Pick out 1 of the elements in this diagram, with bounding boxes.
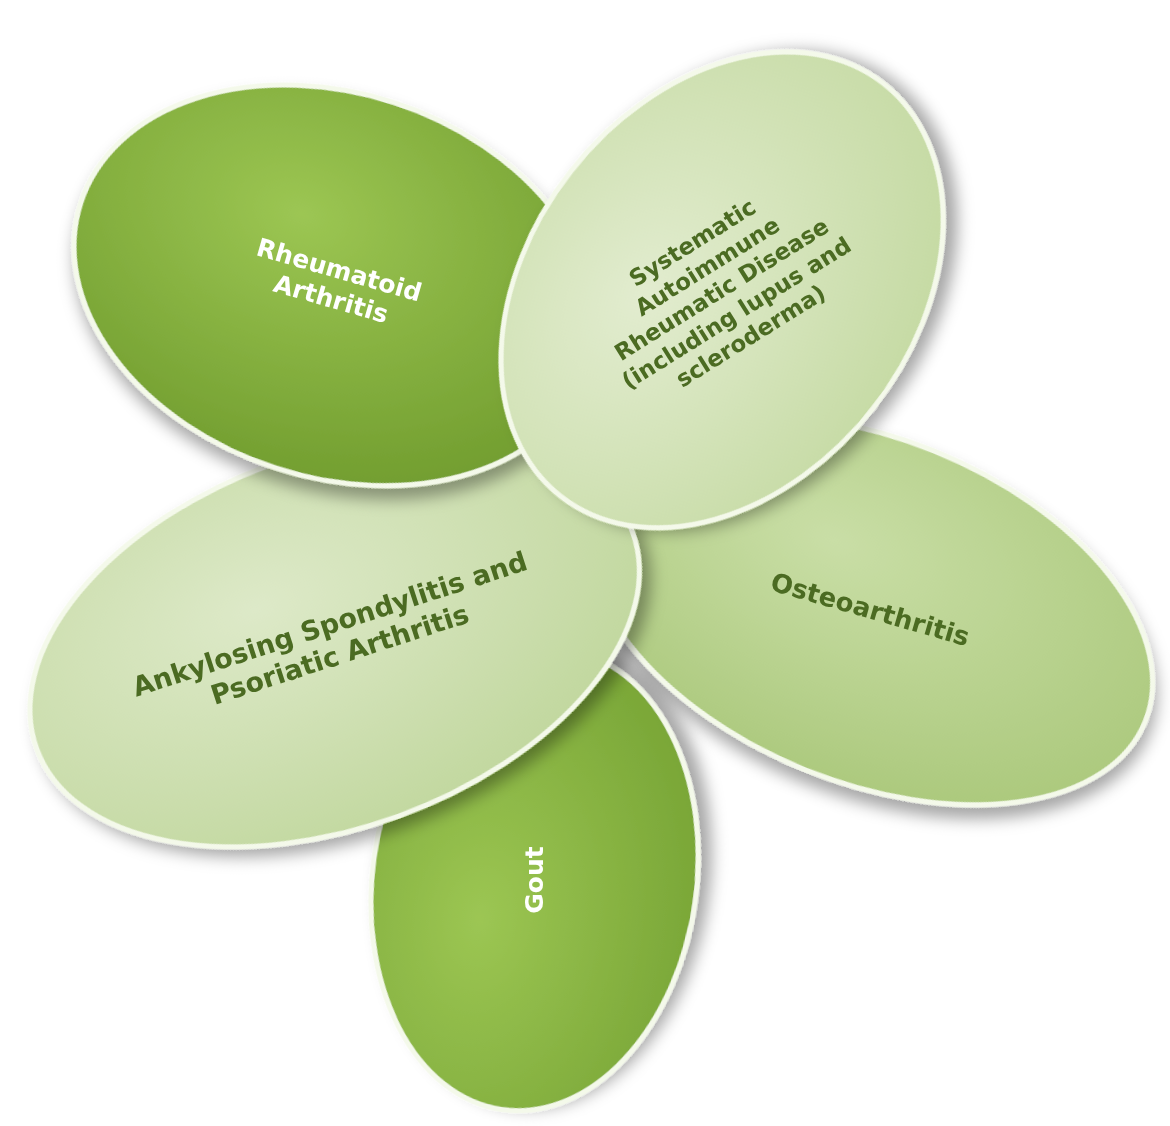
petal-label: Gout: [520, 845, 550, 916]
